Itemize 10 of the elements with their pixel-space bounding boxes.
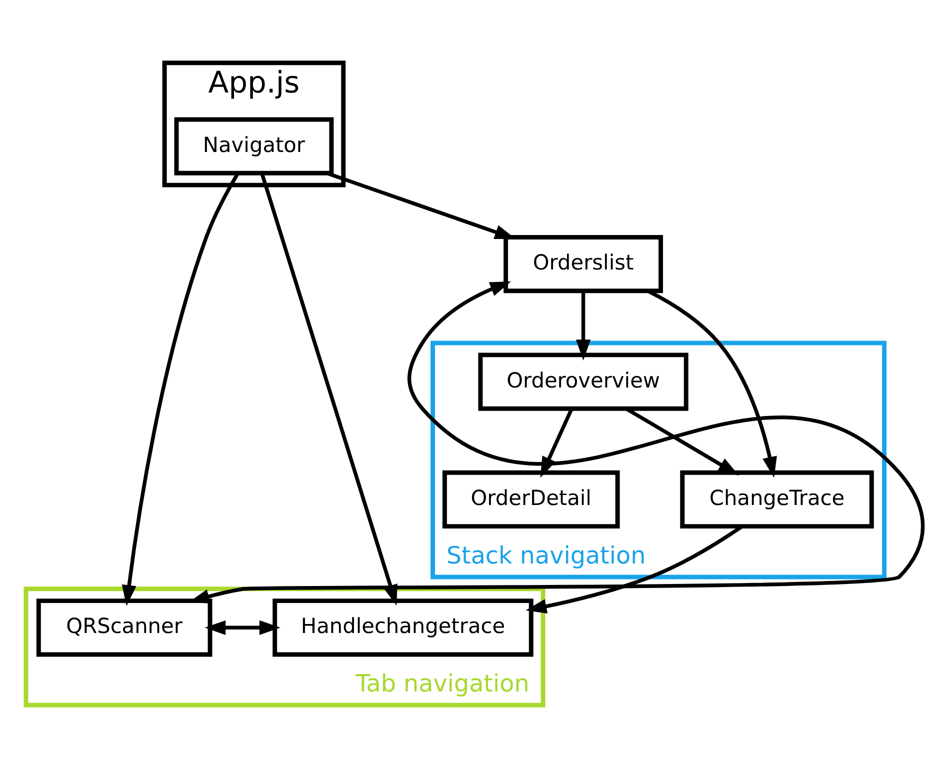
node-box: Navigator	[174, 116, 334, 175]
arrow	[122, 172, 240, 606]
node-box: QRScanner	[36, 598, 212, 656]
node-box: Orderslist	[504, 234, 663, 293]
node-box: Orderoverview	[478, 352, 688, 410]
arrow	[204, 620, 280, 634]
node-box: Handlechangetrace	[272, 598, 534, 656]
arrow	[576, 290, 591, 360]
node-box: ChangeTrace	[680, 470, 874, 528]
node-box: OrderDetail	[442, 470, 620, 528]
